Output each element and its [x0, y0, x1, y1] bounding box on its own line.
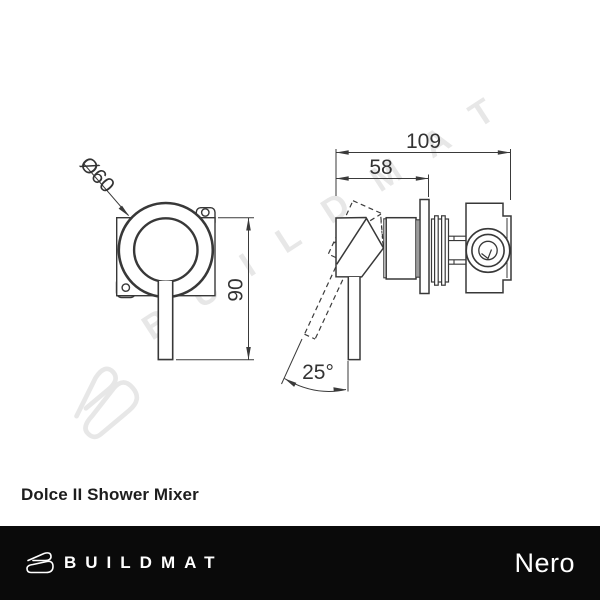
buildmat-wordmark: BUILDMAT — [64, 553, 224, 572]
screw-hole-top — [200, 208, 210, 217]
handle-knob — [335, 216, 385, 278]
screw-hole-bottom — [121, 283, 131, 292]
handle-lever-front — [157, 281, 174, 361]
dimension-handle-angle: 25° — [281, 338, 349, 392]
front-view — [115, 201, 216, 361]
watermark-logo-icon — [74, 366, 140, 440]
dimension-total-depth: 109 — [335, 130, 511, 200]
body-cylinder — [385, 216, 417, 280]
product-title: Dolce II Shower Mixer — [21, 485, 199, 504]
handle-lever-side — [347, 277, 361, 361]
body-depth-label: 58 — [369, 156, 392, 179]
footer-bar: BUILDMAT Nero — [0, 526, 600, 600]
height-label: 90 — [225, 278, 248, 301]
arrowhead — [118, 205, 130, 217]
technical-drawing: BUILDMAT Ø60 — [74, 73, 529, 440]
dimension-height: 90 — [176, 217, 254, 361]
diameter-label: Ø60 — [75, 153, 119, 198]
nero-logo: Nero — [514, 547, 575, 578]
total-depth-label: 109 — [406, 130, 441, 153]
dimension-body-depth: 58 — [336, 156, 429, 197]
handle-base-circle — [132, 217, 199, 283]
wall-faceplate — [419, 198, 430, 295]
buildmat-logo: BUILDMAT — [25, 550, 224, 576]
handle-angle-label: 25° — [302, 361, 334, 384]
dimension-diameter: Ø60 — [75, 153, 130, 217]
buildmat-logo-icon — [26, 552, 54, 574]
side-view — [335, 198, 512, 361]
